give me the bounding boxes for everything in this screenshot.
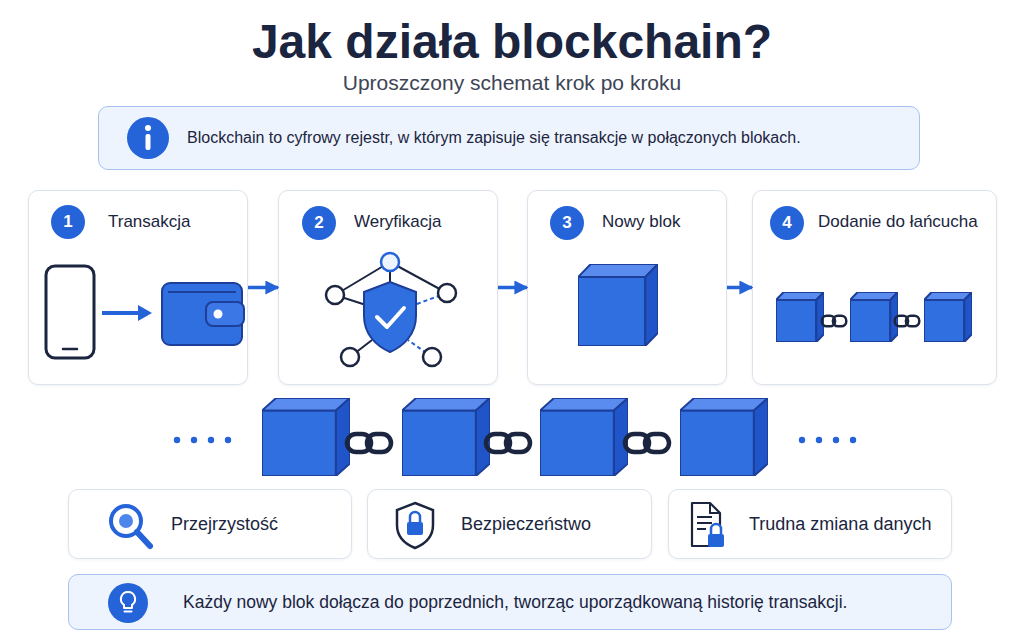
step-card: Transakcja 1 [28, 190, 248, 385]
shield-outline [397, 503, 433, 548]
block-cube [262, 398, 350, 476]
wallet-seam [168, 291, 236, 293]
step-number-text: 1 [51, 212, 85, 232]
step-title: Transakcja [108, 212, 191, 232]
magnifier-lens [119, 514, 133, 528]
shield-icon [364, 282, 416, 352]
subtitle: Uproszczony schemat krok po kroku [0, 70, 1024, 96]
chain-icon [625, 434, 669, 452]
magnifier-handle [137, 532, 150, 546]
wallet-icon [162, 283, 242, 345]
lock-shackle [410, 512, 420, 522]
block-cube [924, 292, 972, 342]
wallet-clasp [206, 302, 244, 326]
lock-shackle [711, 524, 721, 534]
step-number: 1 [51, 205, 85, 239]
document-line [697, 528, 706, 530]
network-line [408, 340, 432, 357]
step-number: 4 [770, 206, 804, 240]
step-arrow [498, 286, 527, 290]
network-line [390, 262, 447, 293]
step-card: Nowy blok 3 [527, 190, 727, 385]
bulb-base [125, 611, 132, 613]
network-node [438, 284, 456, 302]
info-text: Blockchain to cyfrowy rejestr, w którym … [187, 128, 801, 148]
block-cube [402, 398, 490, 476]
ellipsis-dot [191, 437, 197, 443]
ellipsis-dot [174, 437, 180, 443]
step-number-text: 4 [770, 213, 804, 233]
feature-text: Trudna zmiana danych [749, 514, 931, 534]
step-arrow [727, 286, 752, 290]
info-icon-bar [146, 134, 151, 150]
step-title: Nowy blok [602, 212, 680, 232]
info-icon [127, 117, 169, 159]
block-cube [850, 292, 898, 342]
title: Jak działa blockchain? [0, 14, 1024, 70]
feature-box: Trudna zmiana danych [668, 489, 952, 559]
document-line [697, 516, 712, 518]
ellipsis-dot [225, 437, 231, 443]
transfer-arrow [102, 311, 140, 315]
info-box: Blockchain to cyfrowy rejestr, w którym … [98, 106, 920, 170]
step-title: Dodanie do łańcucha [818, 212, 978, 232]
block-cube [540, 398, 628, 476]
summary-text: Każdy nowy blok dołącza do poprzednich, … [183, 592, 847, 612]
check-mark [377, 308, 404, 327]
magnifier-icon [111, 506, 141, 536]
summary-box: Każdy nowy blok dołącza do poprzednich, … [68, 574, 952, 630]
network-line [389, 262, 391, 284]
network-node [381, 253, 399, 271]
step-number: 3 [550, 206, 584, 240]
feature-text: Bezpieczeństwo [461, 514, 591, 534]
lock-body [708, 534, 724, 547]
step-number-text: 3 [550, 213, 584, 233]
ellipsis-dot [208, 437, 214, 443]
document-line [697, 522, 712, 524]
chain-icon [347, 434, 391, 452]
chain-icon [895, 316, 920, 327]
step-number: 2 [302, 206, 336, 240]
bulb-icon [108, 583, 148, 623]
block-cube [776, 292, 824, 342]
network-node [326, 286, 344, 304]
ellipsis-dot [816, 437, 822, 443]
wallet-button [214, 310, 223, 319]
network-node [341, 348, 359, 366]
step-card: Weryfikacja 2 [278, 190, 498, 385]
block-cube [578, 264, 658, 346]
connector-group [248, 287, 752, 288]
ellipsis-dot [850, 437, 856, 443]
lock-body [407, 522, 423, 535]
step-arrow [248, 286, 278, 290]
info-icon-dot [145, 125, 151, 131]
feature-box: Bezpieczeństwo [367, 489, 652, 559]
step-title: Weryfikacja [354, 212, 442, 232]
block-cube [680, 398, 768, 476]
network-line [335, 295, 366, 305]
transfer-arrow-head [138, 305, 152, 321]
feature-box: Przejrzystość [68, 489, 352, 559]
network-line [414, 293, 447, 305]
feature-text: Przejrzystość [171, 514, 278, 534]
phone-icon [46, 266, 94, 358]
network-node [423, 348, 441, 366]
bulb-glass [121, 592, 135, 608]
chain-icon [486, 434, 530, 452]
phone-button [63, 348, 77, 351]
step-card: Dodanie do łańcucha 4 [752, 190, 997, 385]
document-icon [692, 503, 720, 546]
ellipsis-dot [833, 437, 839, 443]
step-number-text: 2 [302, 213, 336, 233]
ellipsis-dot [799, 437, 805, 443]
network-line [350, 340, 372, 357]
document-fold [710, 503, 720, 513]
network-line [335, 262, 390, 295]
chain-icon [822, 316, 847, 327]
